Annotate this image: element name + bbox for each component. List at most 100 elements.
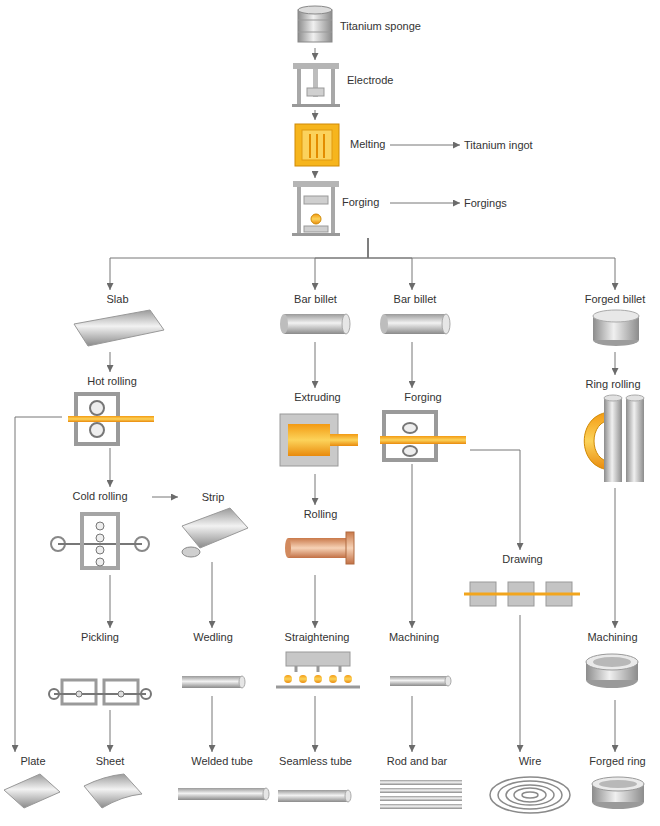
forged-ring-product-part [599,780,637,788]
process-step: Titanium sponge [296,4,436,48]
sponge-drum-part [298,32,332,33]
flow-arrow [315,575,316,628]
welded-tube-product-part [263,788,269,800]
forging-press-part [297,187,301,233]
process-step: Rod and bar [372,752,464,812]
step-label: Straightening [272,631,362,644]
seamless-tube-product-part [345,790,351,802]
forging-press-part [293,181,339,187]
wire-coil-part [498,781,562,809]
step-label: Cold rolling [50,490,150,503]
step-label: Ring rolling [568,378,658,391]
step-label: Electrode [347,74,393,87]
flow-arrow [412,342,413,388]
cold-rolling-mill-part [96,546,104,554]
flow-arrow [470,450,520,550]
pickling-line-part [104,680,138,704]
flow-arrow [212,696,213,752]
machined-rod-part [445,676,451,686]
ring-rolling-mill [584,395,644,482]
welding-tube [182,676,245,688]
hot-rolling-mill-part [68,416,154,422]
bar-billet-part [284,314,346,334]
cold-rolling-mill-part [96,534,104,542]
process-step: Wire [485,752,577,818]
plate-product [4,774,60,808]
flow-arrow [368,238,615,290]
process-step: Welded tube [172,752,274,807]
sponge-drum-part [298,10,332,42]
melting-furnace [295,124,339,166]
step-label: Plate [4,755,62,768]
step-label: Rod and bar [372,755,462,768]
process-step: Titanium ingot [460,137,570,155]
sheet-product [84,774,142,808]
sponge-drum [298,6,332,42]
process-step: Cold rolling [50,487,152,575]
process-step: Forging [378,388,470,464]
ring-rolling-mill-part [604,395,622,401]
flow-arrow [390,145,460,146]
flow-arrow [520,615,521,752]
extrusion-press [280,414,358,466]
process-step: Forging [290,178,390,238]
seamless-tube-product-part [278,790,348,802]
straightening-machine-part [284,675,292,683]
step-label: Forging [378,391,468,404]
flow-arrow [110,575,111,628]
process-step: Bar billet [375,290,457,342]
process-step: Forgings [460,195,540,213]
pickling-line [49,680,151,704]
forged-billet-part [593,310,639,322]
process-step: Machining [374,628,456,696]
process-step: Pickling [50,628,152,710]
process-step: Seamless tube [268,752,365,807]
forged-ring-product-part [592,777,644,791]
process-step: Hot rolling [62,372,164,448]
wire-coil-part [506,785,554,805]
straightening-machine-part [314,675,322,683]
melting-furnace-part [316,134,318,158]
cold-rolling-mill-part [82,514,118,568]
step-label: Hot rolling [62,375,162,388]
seamless-tube-product [278,790,351,802]
pickling-line-part [76,691,82,697]
tube-rolling-part [288,538,346,558]
process-step: Electrode [290,60,410,110]
machined-rod [390,676,451,686]
extrusion-press-part [280,414,338,466]
step-label: Seamless tube [268,755,363,768]
step-label: Welded tube [172,755,272,768]
electrode-press-part [297,69,301,105]
step-label: Machining [570,631,655,644]
step-label: Wire [485,755,575,768]
process-step: Bar billet [278,290,355,342]
bar-billet [380,314,450,334]
slab-plate [74,310,164,346]
electrode-press [292,63,340,107]
sponge-drum-part [298,6,332,14]
pickling-line-part [118,691,124,697]
step-label: Bar billet [375,293,455,306]
welding-tube-part [182,676,242,688]
forging-press-part [292,233,340,236]
melting-furnace-part [323,134,325,158]
pickling-line-part [49,689,59,699]
step-label: Rolling [278,508,363,521]
bar-forging [380,412,466,460]
flow-arrow [315,474,316,505]
welded-tube-product-part [178,788,266,800]
forged-ring-product [592,777,644,809]
straightening-machine-part [329,675,337,683]
process-step: Melting [290,120,390,172]
welding-tube-part [239,676,245,688]
process-step: Sheet [75,752,147,814]
wire-coil-part [490,777,570,813]
flow-arrow [615,352,616,375]
slab-plate-part [74,310,164,346]
cold-rolling-mill-part [96,522,104,530]
process-step: Drawing [460,550,587,615]
process-step: Plate [4,752,64,812]
step-label: Extruding [275,391,360,404]
